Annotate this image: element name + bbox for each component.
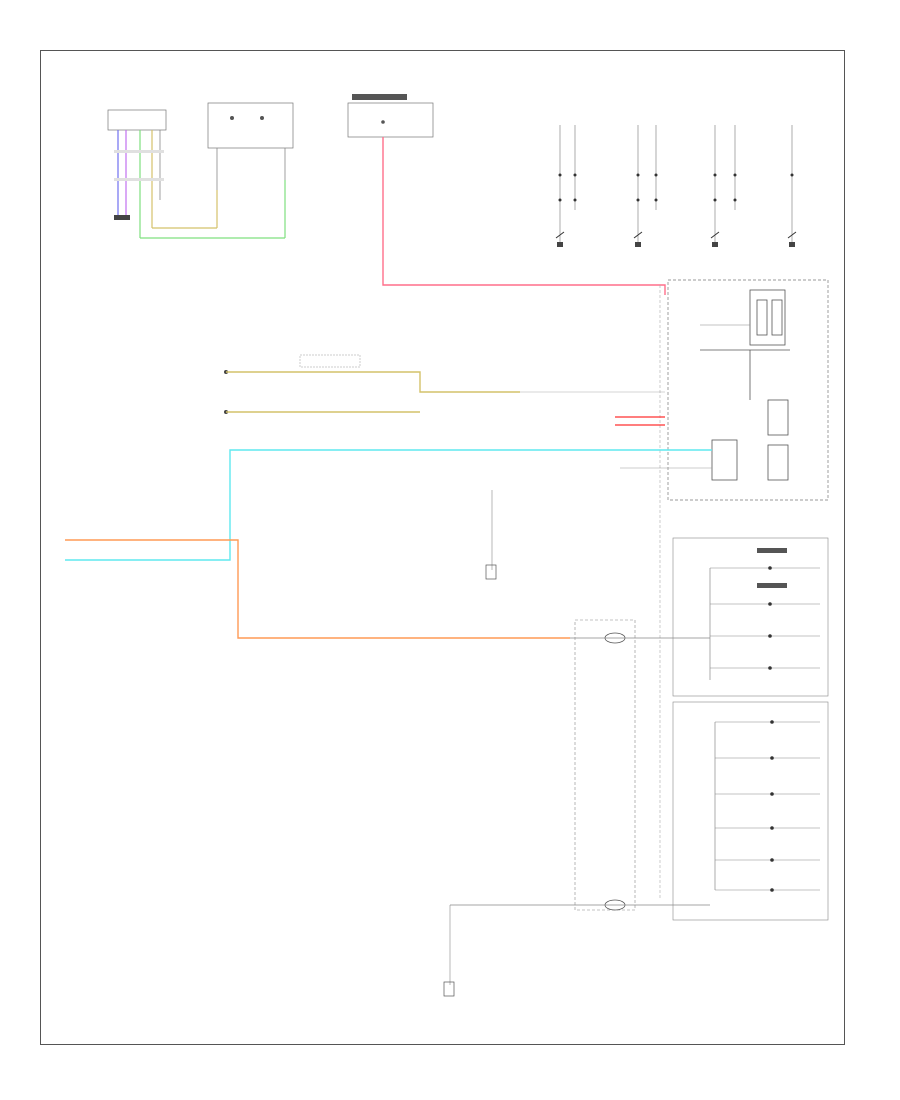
module-box xyxy=(207,102,294,238)
wiring-diagram-frame xyxy=(40,50,845,1045)
rear-sensors xyxy=(224,354,665,414)
top-left-connector xyxy=(107,109,167,238)
wire-orange xyxy=(65,539,570,639)
spiral-cable xyxy=(574,619,636,911)
wire-cyan xyxy=(65,449,712,561)
wire-pink xyxy=(382,137,666,295)
ground-note-1 xyxy=(485,490,497,580)
ecm-assembly xyxy=(667,279,829,501)
fuse-block xyxy=(347,94,434,138)
switch-columns xyxy=(555,125,797,247)
left-steering-switch xyxy=(672,701,829,921)
right-steering-switch xyxy=(672,537,829,697)
ground-note-2 xyxy=(443,905,455,997)
